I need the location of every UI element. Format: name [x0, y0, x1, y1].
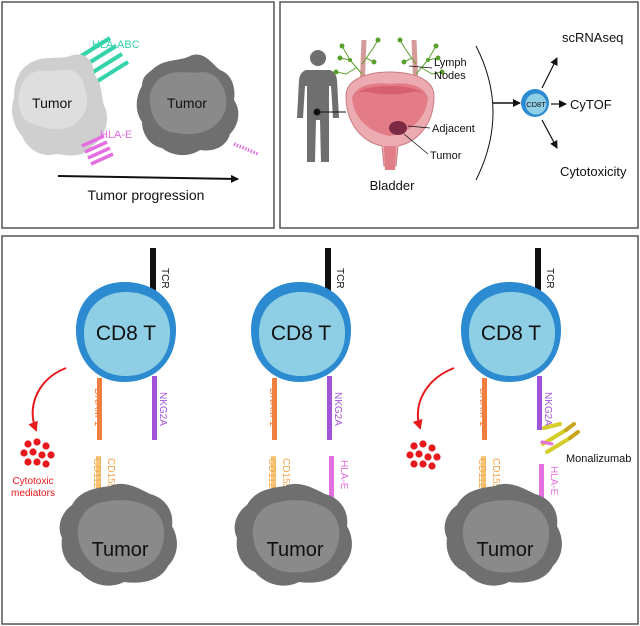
- scenario-hla-e-inhibition: TCR CD8 T DNAM-1 NKG2A CD112 CD155 HLA-E…: [234, 248, 352, 586]
- cd112-ligand: [481, 456, 486, 508]
- cd8-t-label: CD8 T: [96, 322, 156, 345]
- tcr-receptor: [535, 248, 541, 306]
- cd112-label: CD112: [266, 458, 277, 489]
- cd8-t-cell: CD8 T: [76, 282, 176, 382]
- tumor-label-early: Tumor: [32, 95, 72, 111]
- callout-tumor: [403, 133, 429, 155]
- cd155-label: CD155: [490, 458, 501, 490]
- callout-adjacent: [407, 125, 431, 129]
- tumor-cell: Tumor: [59, 483, 177, 586]
- monalizumab-antibody-icon: [540, 422, 580, 454]
- panel-bladder-workflow: Lymph Nodes Adjacent Tumor Bladder CD8T …: [279, 1, 639, 229]
- cd8t-small-label: CD8T: [526, 100, 546, 109]
- progression-label: Tumor progression: [88, 187, 205, 203]
- dnam1-label: DNAM-1: [267, 388, 278, 427]
- dnam1-receptor: [482, 378, 487, 440]
- tumor-cell: Tumor: [234, 483, 352, 586]
- dnam1-receptor: [97, 378, 102, 440]
- hla-abc-label: HLA-ABC: [92, 39, 140, 51]
- cytotoxic-label-line1: Cytotoxic: [12, 476, 53, 487]
- nkg2a-receptor: [537, 376, 542, 430]
- tcr-label: TCR: [159, 268, 170, 289]
- samples-bracket: [475, 45, 494, 181]
- nkg2a-receptor: [327, 376, 332, 440]
- hla-e-label: HLA-E: [100, 129, 132, 141]
- cd112-label: CD112: [476, 458, 487, 489]
- tumor-label-late: Tumor: [167, 95, 207, 111]
- lymph-node-dots: [333, 37, 445, 75]
- hla-e-label: HLA-E: [548, 466, 559, 496]
- nkg2a-label: NKG2A: [542, 392, 553, 426]
- cd8-t-label: CD8 T: [481, 322, 541, 345]
- cd155-label: CD155: [280, 458, 291, 490]
- human-figure-icon: [297, 50, 339, 162]
- panel-tumor-progression: Tumor HLA-ABC HLA-E Tumor Tumor progress…: [1, 1, 275, 229]
- hla-e-label: HLA-E: [338, 460, 349, 490]
- cd112-ligand: [96, 456, 101, 508]
- release-arrow: [28, 367, 67, 432]
- hla-e-bars: [81, 134, 114, 166]
- lymph-label-line1: Lymph: [434, 57, 467, 69]
- bladder-tumor-mass: [389, 121, 407, 135]
- hla-e-ligand: [539, 464, 544, 508]
- panel-nkg2a-blockade: TCR CD8 T DNAM-1 NKG2A CD112 CD155 Tumor: [1, 235, 639, 625]
- cd8t-small-cell: CD8T: [521, 89, 549, 117]
- release-arrow: [412, 367, 455, 430]
- tumor-cell-early: Tumor: [12, 54, 108, 156]
- scenario-baseline: TCR CD8 T DNAM-1 NKG2A CD112 CD155 Tumor: [11, 248, 177, 586]
- tumor-cell-late: Tumor: [136, 54, 239, 156]
- tumor-cell-label: Tumor: [476, 539, 533, 561]
- tumor-cell-label: Tumor: [91, 539, 148, 561]
- lymph-label-line2: Nodes: [434, 70, 466, 82]
- monalizumab-label: Monalizumab: [566, 453, 631, 465]
- cytotoxic-granules: [406, 440, 441, 470]
- cd8-t-cell: CD8 T: [461, 282, 561, 382]
- output-cytotoxicity: Cytotoxicity: [560, 164, 627, 179]
- bladder-label: Bladder: [370, 178, 415, 193]
- tumor-cell-label: Tumor: [266, 539, 323, 561]
- tcr-receptor: [150, 248, 156, 306]
- cd112-ligand: [271, 456, 276, 508]
- output-cytof: CyTOF: [570, 97, 612, 112]
- callout-lymph: [408, 65, 433, 69]
- cd8-t-cell: CD8 T: [251, 282, 351, 382]
- dnam1-receptor: [272, 378, 277, 440]
- nkg2a-label: NKG2A: [157, 392, 168, 426]
- dnam1-label: DNAM-1: [477, 388, 488, 427]
- cd8-t-label: CD8 T: [271, 322, 331, 345]
- hla-e-reduced: [233, 142, 259, 156]
- hla-e-ligand: [329, 456, 334, 508]
- tcr-label: TCR: [334, 268, 345, 289]
- bladder-organ: [345, 71, 435, 170]
- arrow-scrnaseq: [541, 57, 558, 89]
- arrow-cytotoxicity: [541, 119, 558, 149]
- scenario-monalizumab: TCR CD8 T DNAM-1 NKG2A Monalizumab C: [406, 248, 631, 586]
- nkg2a-label: NKG2A: [332, 392, 343, 426]
- progression-arrow: [57, 174, 239, 183]
- tumor-cell: Tumor: [444, 483, 562, 586]
- dnam1-label: DNAM-1: [92, 388, 103, 427]
- cd155-label: CD155: [105, 458, 116, 490]
- tcr-receptor: [325, 248, 331, 306]
- cd112-label: CD112: [91, 458, 102, 489]
- cytotoxic-label-line2: mediators: [11, 488, 55, 499]
- adjacent-label: Adjacent: [432, 123, 475, 135]
- cytotoxic-granules: [20, 438, 55, 468]
- nkg2a-receptor: [152, 376, 157, 440]
- tcr-label: TCR: [544, 268, 555, 289]
- output-scrnaseq: scRNAseq: [562, 30, 623, 45]
- tumor-sample-label: Tumor: [430, 150, 462, 162]
